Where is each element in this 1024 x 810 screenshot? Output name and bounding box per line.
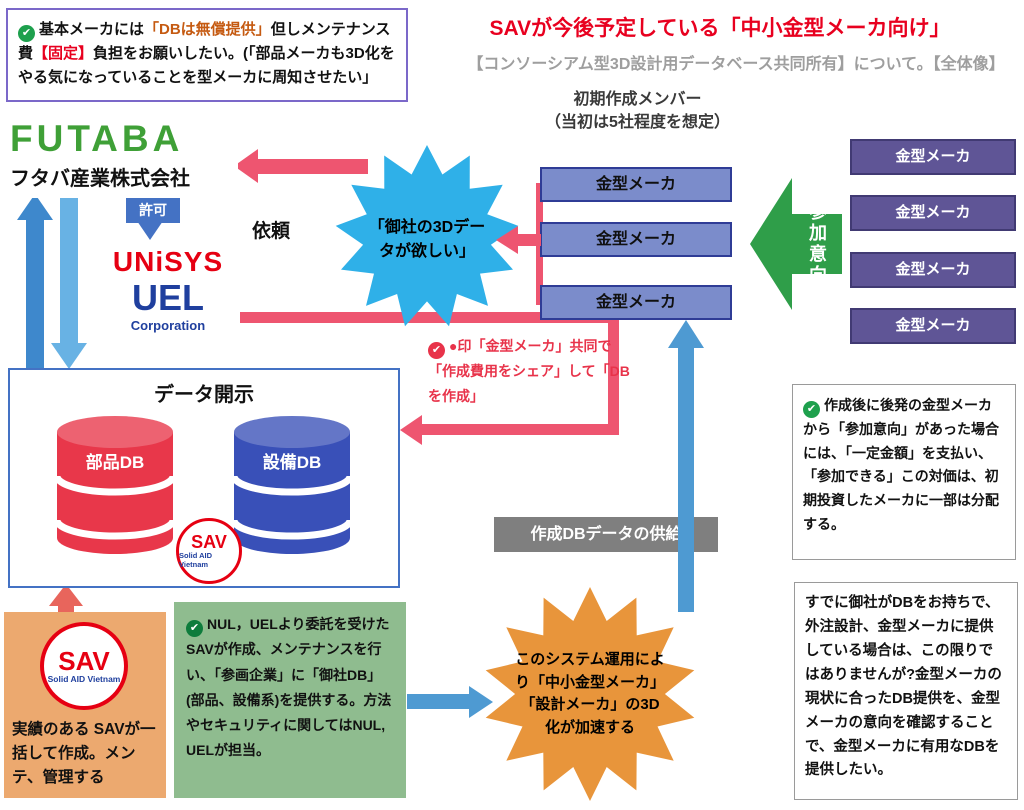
unisys-wordmark: UNiSYS <box>112 246 224 277</box>
sav-logo: SAV Solid AID Vietnam <box>40 622 128 710</box>
participation-arrow-shape <box>750 178 842 310</box>
mold-maker-box-3: 金型メーカ <box>540 285 732 320</box>
equipment-db-label: 設備DB <box>262 453 322 472</box>
arrow-sav-to-disclosure-head <box>49 584 83 606</box>
check-icon: ✔ <box>18 25 35 43</box>
page-subtitle: 【コンソーシアム型3D設計用データベース共同所有】について。【全体像】 <box>467 56 1005 73</box>
later-mold-maker-box-2: 金型メーカ <box>850 195 1016 231</box>
unisys-uel-logo: UNiSYS UEL Corporation <box>96 240 240 362</box>
note-seg-db-free: 「DBは無償提供」 <box>144 21 271 38</box>
futaba-logo-company-name: フタバ産業株式会社 <box>10 167 190 190</box>
data-disclosure-title: データ開示 <box>154 384 254 406</box>
note-seg-3: 但しメンテナンス費 <box>18 21 391 63</box>
equipment-db-cylinder-shape <box>230 416 354 554</box>
system-burst-text: このシステム運用により「中小金型メーカ」「設計メーカ」の3D化が加速する <box>482 586 698 802</box>
permit-label: 許可 <box>126 198 180 223</box>
parts-db-cylinder: 部品DB <box>53 410 177 560</box>
equipment-db-cylinder: 設備DB <box>230 410 354 560</box>
existing-db-note-text: すでに御社がDBをお持ちで、外注設計、金型メーカに提供している場合は、この限りで… <box>805 595 1002 779</box>
later-mold-maker-box-4: 金型メーカ <box>850 308 1016 344</box>
system-burst-text-inner: このシステム運用により「中小金型メーカ」「設計メーカ」の3D化が加速する <box>514 651 665 736</box>
participation-arrow: 参加意向 <box>750 168 842 320</box>
note-seg-fixed: 【固定】 <box>33 45 94 63</box>
nul-uel-note: ✔NUL，UELより委託を受けたSAVが作成、メンテナンスを行い、「参画企業」に… <box>174 602 406 798</box>
arrow-futaba-to-disclosure-shaft <box>60 197 78 345</box>
arrow-makers-to-burst-head <box>496 226 518 254</box>
sav-logo-subtitle: Solid AID Vietnam <box>179 551 213 569</box>
sav-management-text: 実績のある SAVが一括して作成。メンテ、管理する <box>12 721 156 787</box>
request-burst-text-inner: 「御社の3Dデータが欲しい」 <box>368 219 486 260</box>
permit-arrow-head <box>135 218 165 240</box>
check-icon: ✔ <box>186 620 203 638</box>
initial-members-heading-line1: 初期作成メンバー <box>573 91 702 108</box>
nul-uel-note-text: NUL，UELより委託を受けたSAVが作成、メンテナンスを行い、「参画企業」に「… <box>186 616 392 759</box>
arrow-sav-to-disclosure-shaft <box>58 606 74 616</box>
later-mold-maker-box-3: 金型メーカ <box>850 252 1016 288</box>
uel-wordmark: UEL <box>132 277 204 318</box>
arrow-burst-to-futaba-head <box>234 149 258 183</box>
arrow-unisys-link-horizontal <box>240 312 618 323</box>
futaba-logo: FUTABA フタバ産業株式会社 <box>10 118 238 198</box>
arrow-supply-up-head <box>668 320 704 348</box>
page-title: SAVが今後予定している「中小金型メーカ向け」 <box>489 17 951 40</box>
request-burst: 「御社の3Dデータが欲しい」 <box>334 144 520 330</box>
check-icon: ✔ <box>428 342 445 360</box>
arrow-note-to-burst-head <box>469 686 493 718</box>
arrow-note-to-burst-shaft <box>407 694 469 709</box>
arrow-futaba-to-disclosure-head <box>51 343 87 369</box>
cost-share-note-text: ●印「金型メーカ」共同で「作成費用をシェア」して「DBを作成」 <box>428 338 630 404</box>
later-participation-note: ✔作成後に後発の金型メーカから「参加意向」があった場合には、「一定金額」を支払い… <box>792 384 1016 560</box>
request-label: 依頼 <box>252 221 291 242</box>
arrow-supply-up-shaft <box>678 346 694 612</box>
later-participation-note-text: 作成後に後発の金型メーカから「参加意向」があった場合には、「一定金額」を支払い、… <box>803 397 999 533</box>
existing-db-note: すでに御社がDBをお持ちで、外注設計、金型メーカに提供している場合は、この限りで… <box>794 582 1018 800</box>
arrow-burst-to-futaba-shaft <box>256 159 368 174</box>
arrow-disclosure-to-futaba-head <box>17 194 53 220</box>
participation-arrow-label: 参加意向 <box>807 202 827 286</box>
sav-logo-subtitle: Solid AID Vietnam <box>47 673 121 684</box>
sav-logo-wordmark: SAV <box>58 645 110 676</box>
request-burst-text: 「御社の3Dデータが欲しい」 <box>334 144 520 330</box>
arrow-makers-to-disclosure-head <box>400 415 422 445</box>
futaba-logo-wordmark: FUTABA <box>10 118 184 159</box>
initial-members-heading: 初期作成メンバー （当初は5社程度を想定） <box>540 88 735 134</box>
mold-maker-box-2: 金型メーカ <box>540 222 732 257</box>
sav-logo-wordmark: SAV <box>191 532 227 552</box>
note-basic-maker: ✔基本メーカには「DBは無償提供」但しメンテナンス費【固定】負担をお願いしたい。… <box>6 8 408 102</box>
system-burst: このシステム運用により「中小金型メーカ」「設計メーカ」の3D化が加速する <box>482 586 698 802</box>
mold-maker-box-1: 金型メーカ <box>540 167 732 202</box>
note-seg-5: 負担をお願いしたい。(「部品メーカも3D化をやる気になっていることを型メーカに周… <box>18 45 395 87</box>
note-seg-1: 基本メーカには <box>39 21 145 38</box>
arrow-makers-to-disclosure-shaft <box>420 424 619 435</box>
parts-db-label: 部品DB <box>85 453 145 472</box>
arrow-disclosure-to-futaba-shaft <box>26 216 44 368</box>
data-disclosure-box: データ開示 部品DB 設備DB SAV Solid AID Vietnam <box>8 368 400 588</box>
check-icon: ✔ <box>803 400 820 418</box>
parts-db-cylinder-shape <box>53 416 177 554</box>
arrow-makers-down-vertical <box>608 312 619 432</box>
sav-management-box: SAV Solid AID Vietnam 実績のある SAVが一括して作成。メ… <box>4 612 166 798</box>
initial-members-heading-line2: （当初は5社程度を想定） <box>545 114 730 132</box>
sav-logo: SAV Solid AID Vietnam <box>176 518 242 584</box>
later-mold-maker-box-1: 金型メーカ <box>850 139 1016 175</box>
arrow-makers-to-burst-shaft <box>517 234 541 246</box>
cost-share-note: ✔●印「金型メーカ」共同で「作成費用をシェア」して「DBを作成」 <box>428 334 633 408</box>
uel-corporation-label: Corporation <box>130 317 206 333</box>
